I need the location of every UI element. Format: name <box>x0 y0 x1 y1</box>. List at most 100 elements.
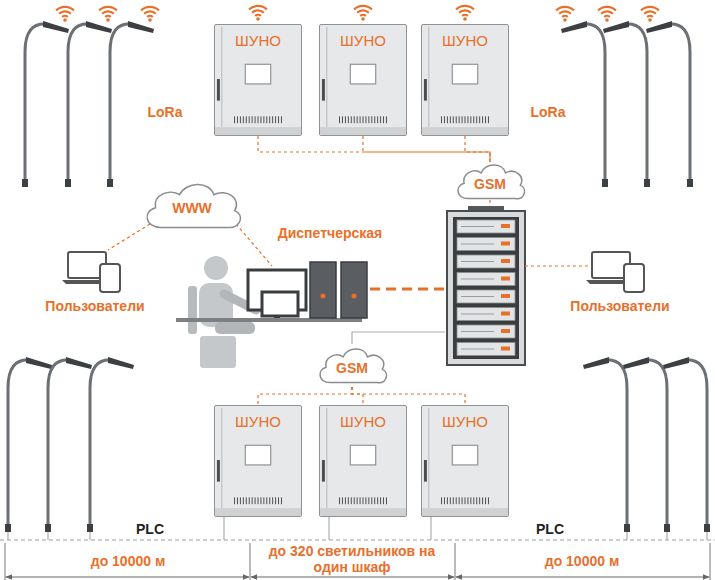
cabinet-label: ШУНО <box>215 413 301 431</box>
rack-slot <box>461 226 494 227</box>
vent-slat <box>234 497 235 504</box>
vent-slat <box>255 116 256 123</box>
street-light <box>5 357 52 532</box>
pole-base <box>107 179 113 187</box>
vent-slat <box>249 497 250 504</box>
pole-base <box>664 524 670 532</box>
pole <box>48 360 70 530</box>
vent-slat <box>240 497 241 504</box>
rack-light <box>501 312 510 316</box>
vent-slat <box>482 116 483 123</box>
pole-base <box>45 524 51 532</box>
rack-unit <box>457 308 515 321</box>
vent-slat <box>252 116 253 123</box>
control-cabinet: ШУНО <box>319 405 407 517</box>
vent-slat <box>269 497 270 504</box>
vent-slat <box>482 497 483 504</box>
pc-light <box>321 294 326 299</box>
luminaire <box>43 21 69 33</box>
vent-slat <box>485 116 486 123</box>
door-handle <box>424 79 427 101</box>
vent-slat <box>459 116 460 123</box>
vent-slat <box>278 497 279 504</box>
plc-drop <box>627 532 628 540</box>
door-edge <box>326 408 327 508</box>
person-leg <box>215 322 255 334</box>
wifi-arc <box>643 10 656 14</box>
plc-line <box>0 539 715 540</box>
vent-slat <box>386 497 387 504</box>
network-cloud: WWW <box>140 177 244 233</box>
wifi-arc <box>248 5 267 10</box>
vent-slat <box>444 497 445 504</box>
rack-unit <box>457 255 515 268</box>
wifi-arc <box>600 10 613 14</box>
vent-slat <box>363 116 364 123</box>
cabinet-window <box>245 64 270 84</box>
wifi-dot <box>361 17 365 21</box>
wifi-arc <box>603 15 610 18</box>
pole <box>25 24 47 185</box>
pole <box>685 360 707 530</box>
luminaire <box>663 357 689 369</box>
pc-tower <box>341 262 367 318</box>
wifi-dot <box>605 18 609 22</box>
vent-slat <box>368 116 369 123</box>
vent-slat <box>441 116 442 123</box>
dimension-label: до 320 светильников на один шкаф <box>263 543 442 575</box>
cloud-label: WWW <box>172 194 212 216</box>
plc-drop <box>707 532 708 540</box>
gsm-rack-link <box>489 200 490 206</box>
vent-slat <box>345 116 346 123</box>
rack-unit <box>457 343 515 356</box>
door-handle <box>322 79 325 101</box>
vent-slat <box>447 497 448 504</box>
vent-slat <box>275 116 276 123</box>
door-edge <box>326 27 327 127</box>
server-rack <box>447 206 525 365</box>
vent-slat <box>479 497 480 504</box>
wifi-icon <box>555 6 574 22</box>
rack-slot <box>461 279 494 280</box>
wifi-icon <box>640 6 659 22</box>
vent-slat <box>348 116 349 123</box>
control-cabinet: ШУНО <box>214 405 302 517</box>
wifi-dot <box>463 17 467 21</box>
wifi-arc <box>61 15 68 18</box>
vent-slat <box>383 116 384 123</box>
rack-slot <box>461 314 494 315</box>
luminaire <box>583 357 609 369</box>
vent-slat <box>260 497 261 504</box>
luminaire <box>86 21 112 33</box>
rack-body <box>447 211 525 365</box>
vent-slat <box>354 497 355 504</box>
control-cabinet: ШУНО <box>421 24 509 136</box>
pole <box>668 24 690 185</box>
vent-slat <box>249 116 250 123</box>
vent-slat <box>467 116 468 123</box>
wifi-arc <box>555 6 574 11</box>
vent-slat <box>237 116 238 123</box>
pole <box>110 24 132 185</box>
wifi-arc <box>455 5 474 10</box>
pole <box>645 360 667 530</box>
wifi-arc <box>359 14 366 17</box>
dimension-label: до 10000 м <box>543 553 622 569</box>
vent-slat <box>453 116 454 123</box>
vent-slat <box>441 497 442 504</box>
vent-slat <box>371 497 372 504</box>
vent-slat <box>357 116 358 123</box>
pole <box>90 360 112 530</box>
wifi-icon <box>140 6 159 22</box>
door-handle <box>217 460 220 482</box>
wifi-arc <box>143 10 156 14</box>
rack-slot <box>461 261 494 262</box>
cloud-outline <box>320 349 386 383</box>
rack-light <box>501 347 510 351</box>
person-head <box>204 256 228 280</box>
street-light <box>561 21 608 187</box>
vent-slat <box>465 116 466 123</box>
pole-base <box>602 179 608 187</box>
cabinet-plinth <box>320 127 406 135</box>
vent-slat <box>386 116 387 123</box>
